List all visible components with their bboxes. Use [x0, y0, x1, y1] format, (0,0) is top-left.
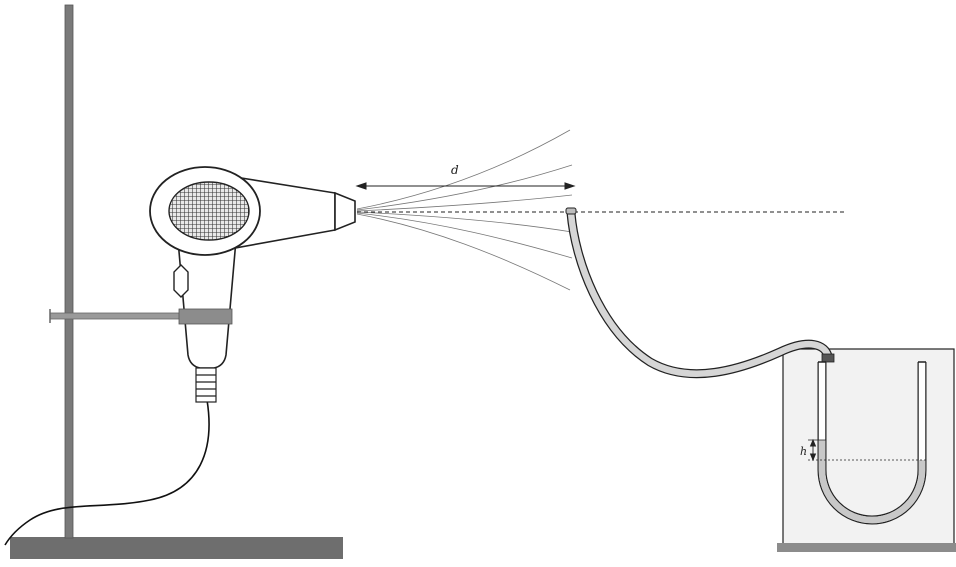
stand-base: [10, 537, 343, 559]
hose: [567, 212, 832, 377]
u-tube-liquid: [818, 440, 926, 524]
hose-probe-tip: [565, 207, 577, 215]
distance-label: d: [451, 163, 459, 177]
clamp-band: [178, 308, 233, 325]
dryer-switch: [173, 264, 189, 298]
dryer-vent-grille: [168, 181, 250, 241]
distance-arrow: [355, 182, 576, 190]
u-tube-manometer-icon: [817, 361, 927, 525]
height-arrow: [809, 438, 817, 462]
stand-rod: [64, 4, 74, 539]
hose-connector: [821, 353, 835, 363]
height-label: h: [800, 445, 807, 458]
dryer-cord-guard: [195, 367, 217, 403]
clamp-arm: [49, 312, 183, 320]
dryer-handle: [177, 239, 237, 369]
hair-dryer-icon: [149, 166, 356, 403]
tank-base: [777, 543, 956, 552]
water-tank: [782, 348, 955, 545]
dryer-nozzle: [334, 191, 356, 232]
air-stream: [356, 129, 573, 291]
power-cord: [4, 399, 210, 546]
